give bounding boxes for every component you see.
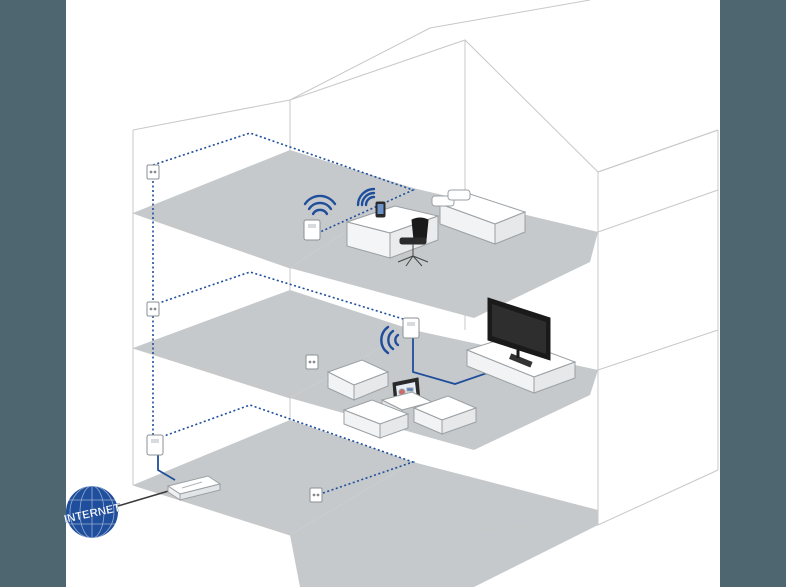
middle-floor-furniture — [326, 297, 577, 439]
right-background-band — [720, 0, 786, 587]
bottom-floor-left — [133, 420, 413, 535]
wall-socket-icon — [309, 487, 323, 503]
powerline-adapter-icon — [303, 219, 321, 241]
internet-cable — [117, 489, 173, 507]
tv-icon — [487, 297, 551, 361]
powerline-adapters — [146, 219, 420, 456]
top-floor-furniture — [345, 189, 527, 267]
wifi-signals — [303, 187, 400, 355]
bed-icon — [431, 189, 527, 245]
top-floor-left — [133, 150, 413, 268]
house-outline — [132, 0, 719, 536]
wall-socket-icon — [305, 354, 319, 370]
wall-sockets — [146, 164, 323, 503]
left-background-band — [0, 0, 66, 587]
router-icon — [166, 475, 222, 501]
bottom-floor-wire — [152, 404, 416, 495]
wifi-icon — [380, 325, 400, 355]
powerline-adapter-icon — [146, 434, 164, 456]
sofa-icon — [412, 395, 478, 435]
wall-socket-icon — [146, 301, 160, 317]
wifi-icon — [356, 187, 376, 207]
middle-floor-wire — [152, 271, 414, 323]
smartphone-icon — [375, 201, 386, 218]
wall-socket-icon — [146, 164, 160, 180]
top-floor-wire — [152, 132, 416, 233]
office-chair-icon — [397, 217, 429, 267]
bottom-floor-right — [290, 462, 598, 587]
powerline-adapter-icon — [402, 317, 420, 339]
middle-floor-left — [133, 290, 413, 398]
tv-stand — [465, 336, 577, 394]
router-adapter-cable — [157, 452, 176, 481]
globe-icon: INTERNET — [63, 485, 122, 539]
sofa-icon — [342, 399, 410, 439]
sofa-icon — [326, 359, 390, 401]
wifi-icon — [303, 194, 337, 216]
